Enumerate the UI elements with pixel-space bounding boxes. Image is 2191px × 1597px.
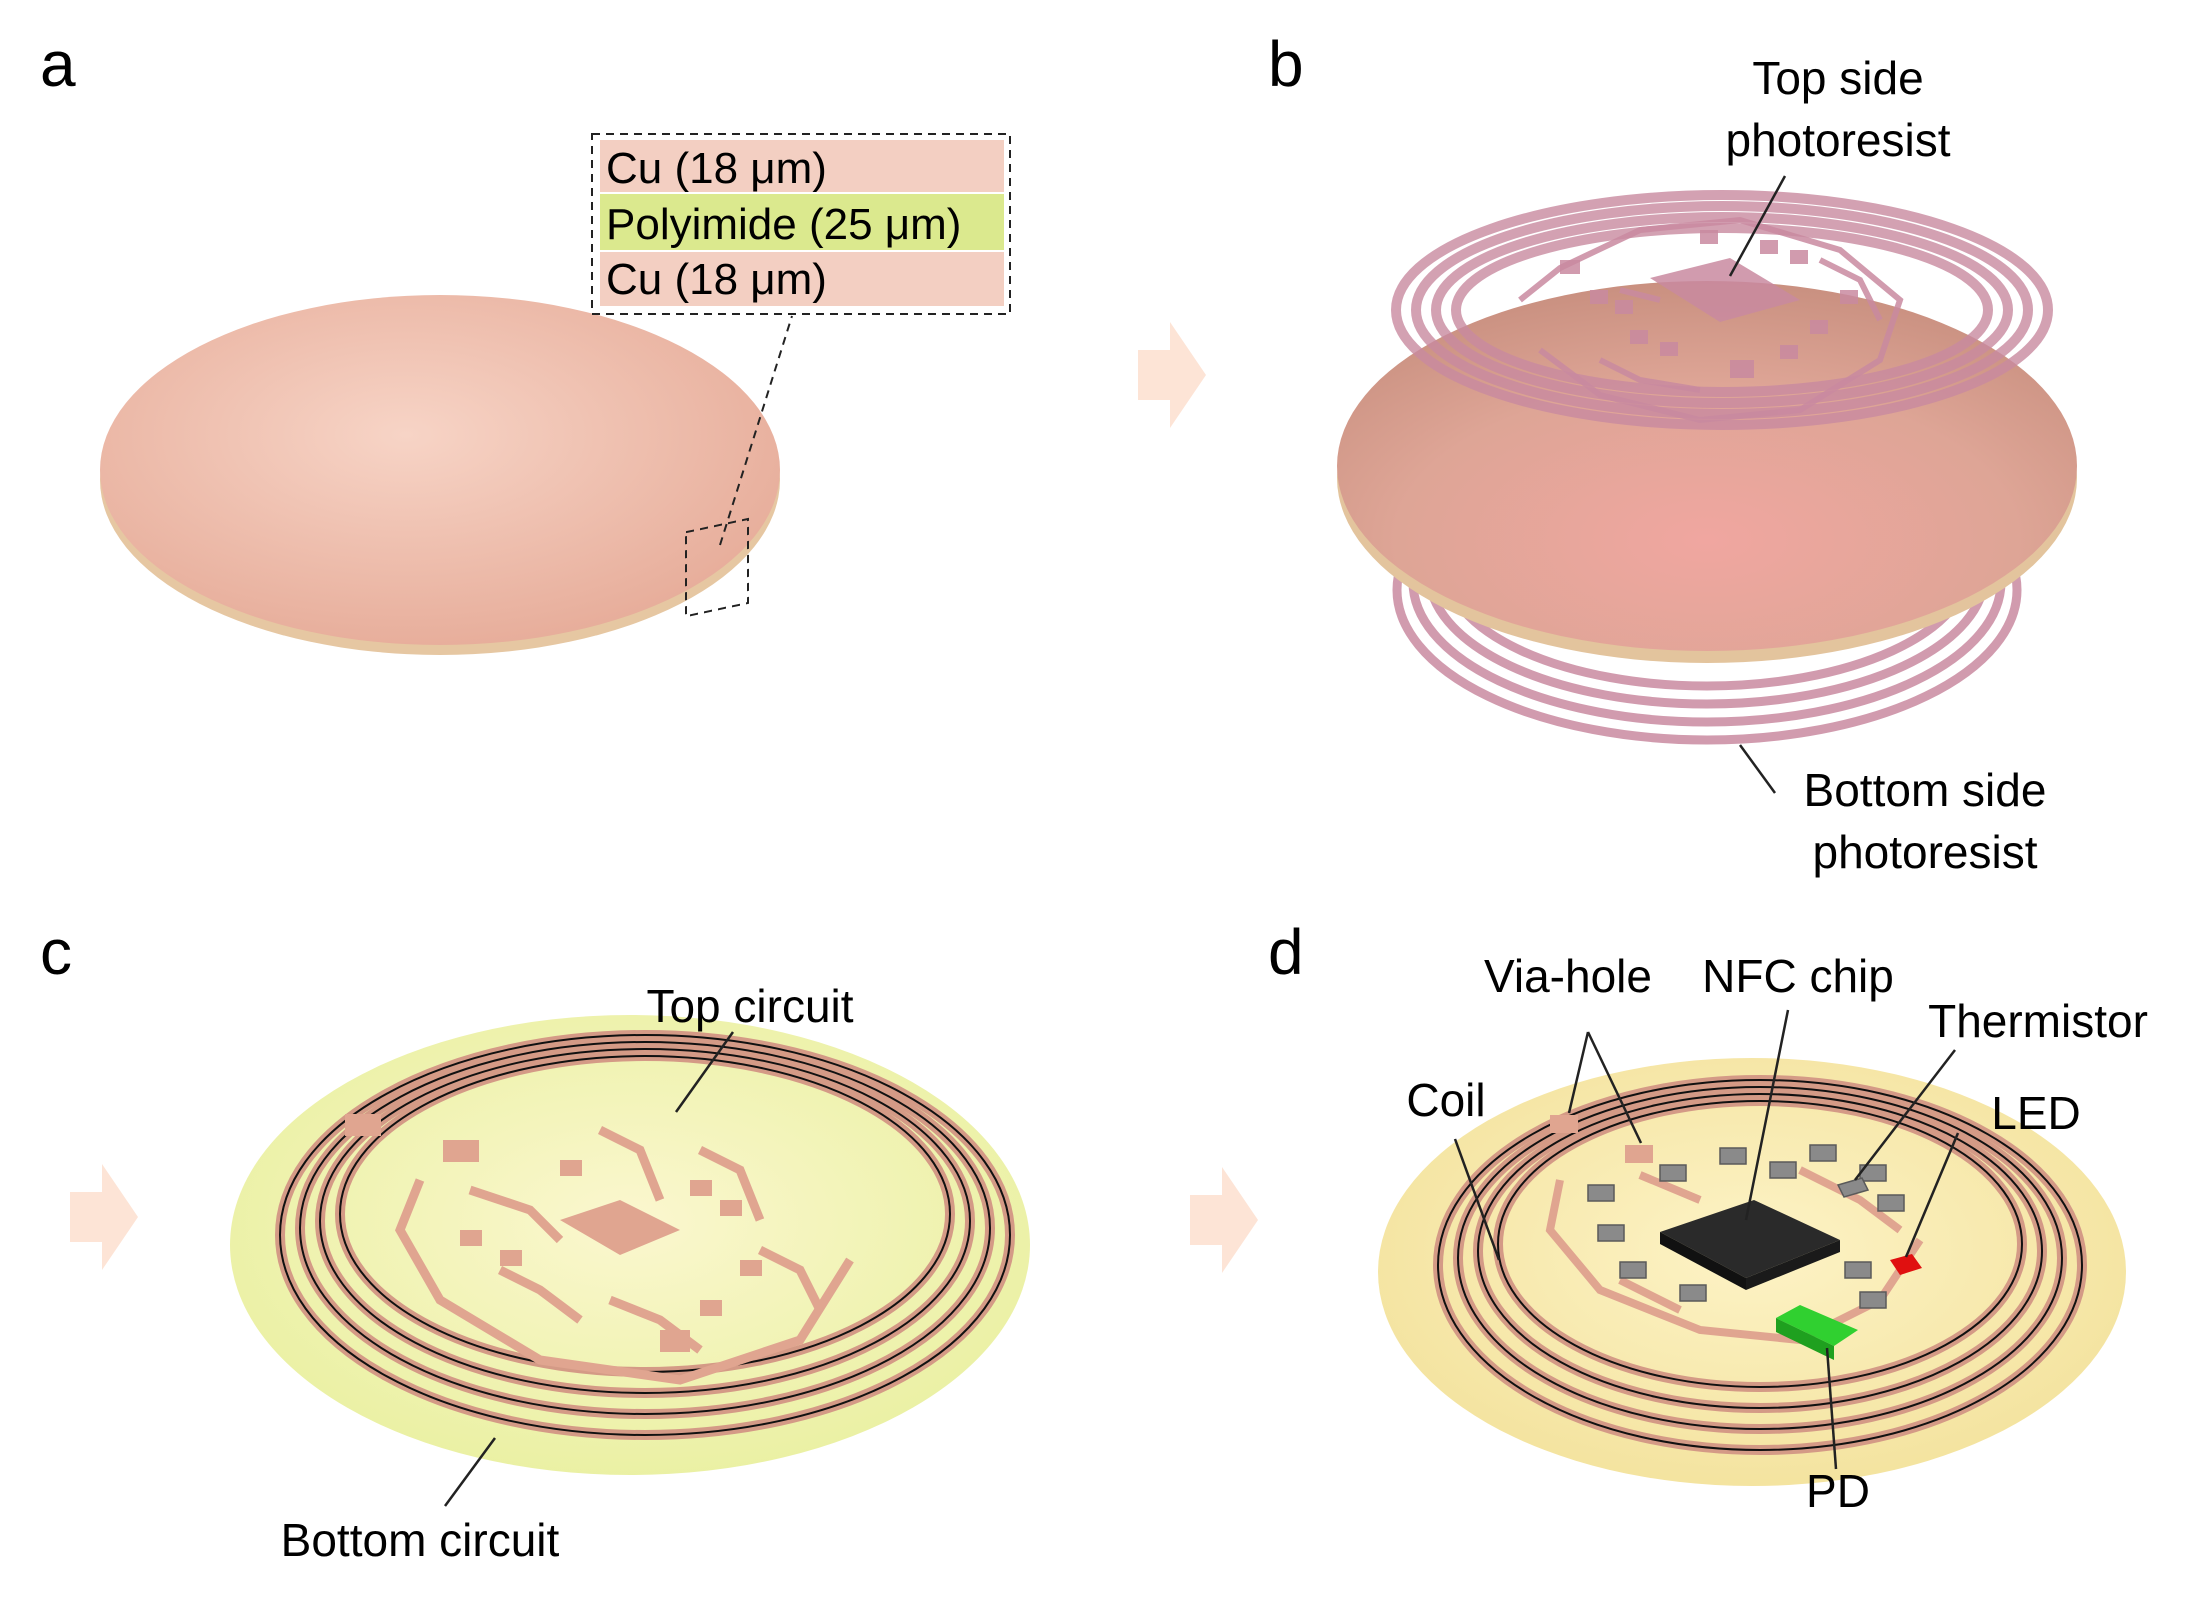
thermistor: [1836, 1177, 1870, 1198]
top-photoresist-leader: [1728, 175, 1787, 277]
via-pad: [345, 1114, 381, 1136]
bottom-photoresist-label-2: photoresist: [1812, 826, 2037, 878]
layer-cu-top-label: Cu (18 μm): [606, 144, 827, 193]
chip-pad: [560, 1200, 680, 1255]
layer-cu-bottom-label: Cu (18 μm): [606, 255, 827, 304]
via-hole-pad-1: [1550, 1115, 1578, 1133]
nfc-chip-side-2: [1746, 1240, 1840, 1290]
via-hole-label: Via-hole: [1484, 950, 1652, 1002]
passive-components: [1587, 1144, 1905, 1309]
process-arrow-c-to-d: [1190, 1167, 1258, 1273]
via-pad-2: [443, 1140, 479, 1162]
panel-b: b: [1268, 28, 2077, 878]
zoom-region-box: [685, 517, 749, 618]
photodiode-side: [1776, 1318, 1834, 1360]
coil: [1433, 1075, 2087, 1455]
panel-d-label: d: [1268, 916, 1304, 988]
nfc-chip-side: [1660, 1232, 1746, 1290]
layer-polyimide-band: [600, 194, 1004, 250]
layer-stack-frame: [591, 133, 1011, 315]
bottom-circuit-leader: [443, 1437, 497, 1507]
layer-polyimide-label: Polyimide (25 μm): [606, 200, 961, 249]
panel-a: a Cu (18 μm) Polyimide (25 μm) Cu (18 μm…: [40, 28, 1011, 655]
cu-pi-cu-disk: [100, 295, 780, 645]
nfc-chip-label: NFC chip: [1702, 950, 1894, 1002]
thermistor-label: Thermistor: [1928, 995, 2148, 1047]
top-photoresist-rings: [1391, 190, 2053, 430]
panel-d-leaders: [1453, 1009, 1960, 1470]
panel-d: d: [1268, 916, 2148, 1517]
top-photoresist-label-1: Top side: [1752, 52, 1923, 104]
panel-a-label: a: [40, 28, 76, 100]
pd-label: PD: [1806, 1465, 1870, 1517]
nfc-chip: [1660, 1200, 1840, 1278]
panel-b-label: b: [1268, 28, 1304, 100]
coil-label: Coil: [1406, 1074, 1485, 1126]
layer-cu-bottom-band: [600, 252, 1004, 306]
top-photoresist-traces: [1518, 216, 1904, 424]
process-arrow-b-to-c: [70, 1164, 138, 1270]
led-label: LED: [1991, 1087, 2080, 1139]
bottom-photoresist-label-1: Bottom side: [1804, 764, 2047, 816]
top-circuit-leader: [674, 1031, 735, 1113]
bottom-circuit-label: Bottom circuit: [281, 1514, 560, 1566]
bottom-photoresist-leader: [1738, 744, 1777, 794]
panel-c: c: [40, 916, 1030, 1566]
panel-c-label: c: [40, 916, 72, 988]
layer-cu-top-band: [600, 140, 1004, 192]
zoom-leader-line: [719, 315, 793, 546]
process-arrow-a-to-b: [1138, 322, 1206, 428]
top-circuit-label: Top circuit: [646, 980, 853, 1032]
component-pads: [460, 1160, 762, 1352]
led: [1890, 1254, 1922, 1275]
via-hole-pad-2: [1625, 1145, 1653, 1163]
photodiode: [1776, 1305, 1858, 1346]
top-photoresist-circuit: [1560, 230, 1858, 378]
top-photoresist-label-2: photoresist: [1725, 114, 1950, 166]
